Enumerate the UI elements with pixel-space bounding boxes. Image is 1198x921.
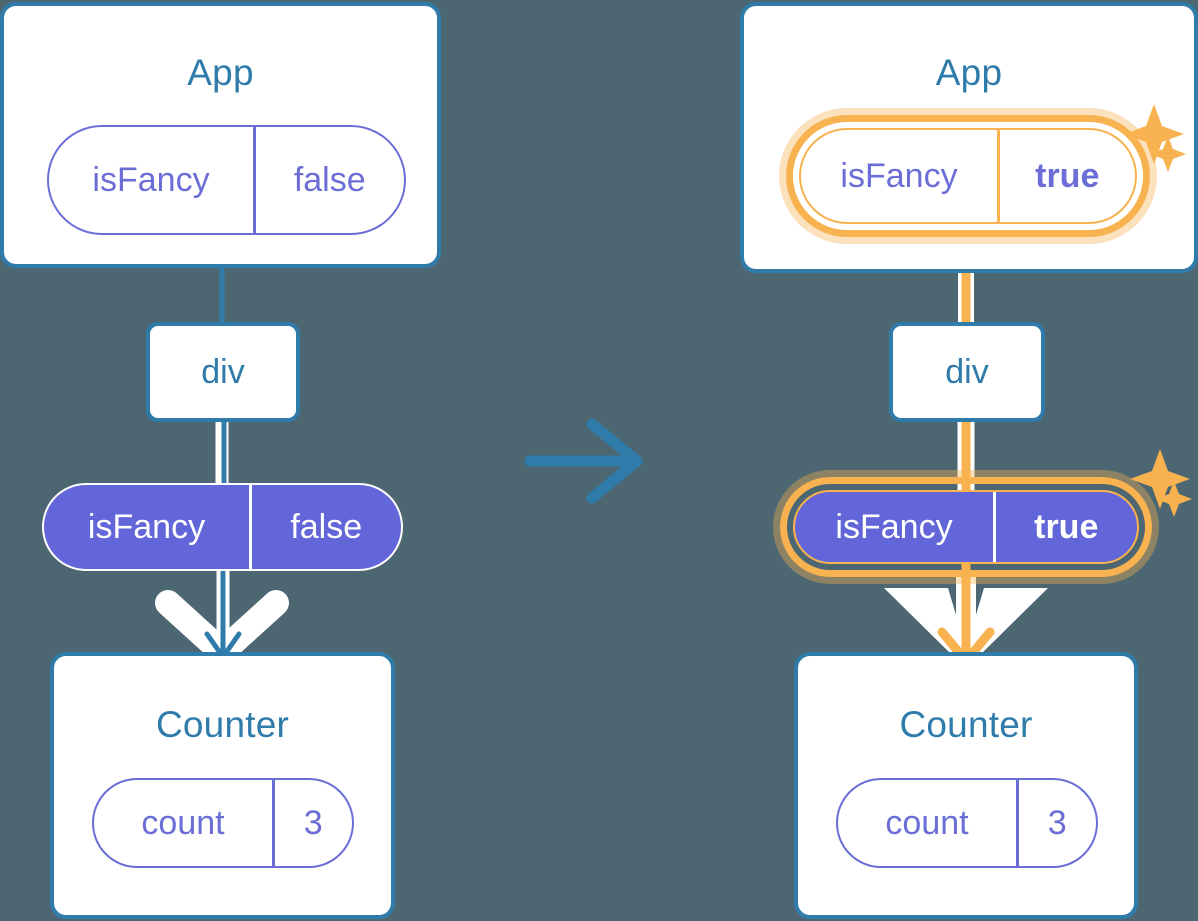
pill-divider — [1016, 780, 1019, 866]
counter-state-key: count — [885, 804, 969, 842]
props-pill-value: true — [1034, 508, 1099, 546]
sparkle-small-icon — [1150, 136, 1186, 172]
sparkle-small-icon — [1156, 481, 1192, 517]
app-card-title: App — [187, 52, 254, 93]
counter-state-value: 3 — [303, 804, 323, 842]
props-pill-before[interactable]: isFancy false — [42, 483, 403, 571]
app-card-before: App isFancy false — [0, 2, 441, 268]
app-state-value: false — [293, 161, 366, 199]
counter-card-before: Counter count 3 — [50, 652, 395, 919]
app-state-key: isFancy — [840, 157, 958, 195]
counter-card-after: Counter count 3 — [794, 652, 1138, 919]
app-state-pill-before[interactable]: isFancy false — [47, 125, 406, 235]
div-box-label: div — [201, 353, 245, 391]
sparkle-large-icon — [1130, 449, 1190, 509]
pill-divider — [272, 780, 275, 866]
counter-card-title: Counter — [899, 704, 1033, 745]
app-state-value: true — [1035, 157, 1100, 195]
div-box-after: div — [889, 322, 1045, 422]
pill-divider — [997, 130, 1000, 222]
counter-state-pill-after[interactable]: count 3 — [836, 778, 1098, 868]
counter-card-title: Counter — [155, 704, 290, 745]
props-pill-after[interactable]: isFancy true — [793, 490, 1139, 564]
pill-divider — [253, 127, 256, 233]
pill-divider — [249, 485, 252, 569]
counter-state-value: 3 — [1047, 804, 1067, 842]
div-box-label: div — [945, 353, 989, 391]
app-card-title: App — [935, 52, 1003, 93]
props-pill-key: isFancy — [835, 508, 953, 546]
sparkle-large-icon — [1124, 104, 1184, 164]
counter-state-pill-before[interactable]: count 3 — [92, 778, 354, 868]
div-box-before: div — [146, 322, 300, 422]
app-state-key: isFancy — [92, 161, 210, 199]
props-pill-key: isFancy — [87, 508, 206, 546]
props-pill-value: false — [290, 508, 363, 546]
counter-state-key: count — [141, 804, 225, 842]
pill-divider — [993, 492, 996, 562]
app-state-pill-after[interactable]: isFancy true — [799, 128, 1137, 224]
arrow-right-icon — [524, 418, 643, 504]
